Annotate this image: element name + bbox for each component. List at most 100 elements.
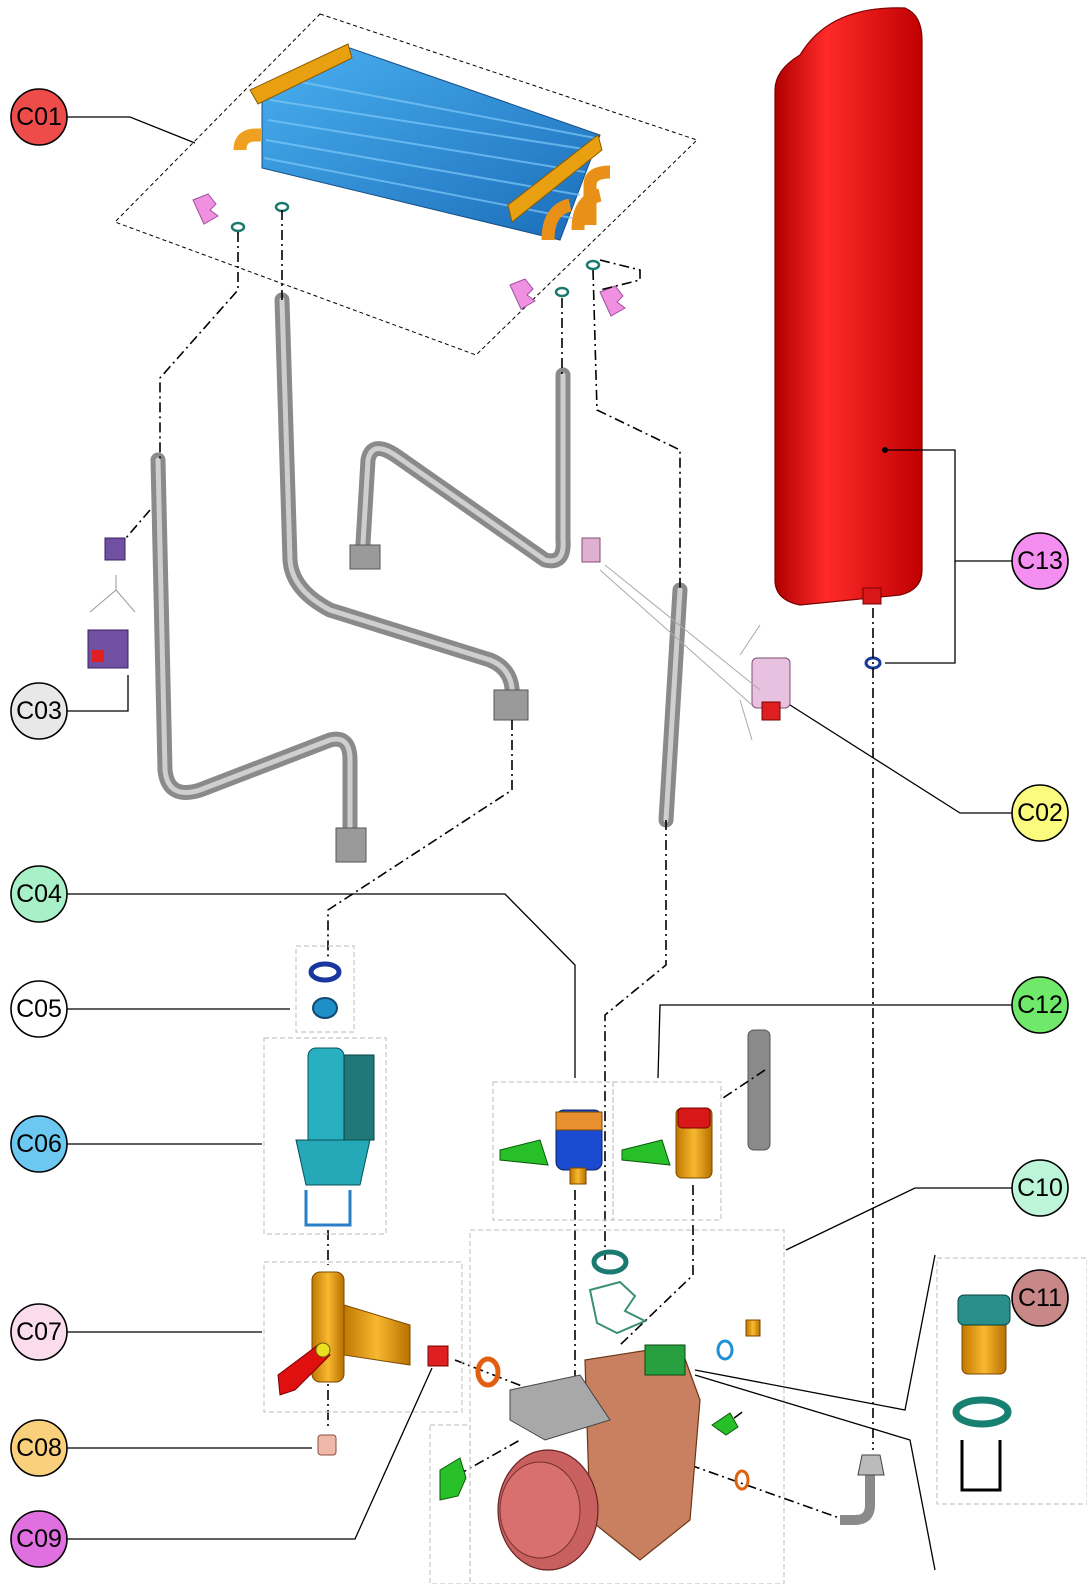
expansion-vessel [774, 7, 923, 670]
safety-valve-C12 [621, 1107, 713, 1179]
air-vent-cap [957, 1294, 1011, 1326]
heat-exchanger-end-plate-left [249, 43, 353, 105]
callout-label-C06: C06 [16, 1130, 62, 1158]
pipe-end-1 [335, 827, 367, 863]
callout-label-C02: C02 [1017, 799, 1063, 827]
callout-C04: C04 [10, 865, 68, 923]
sensor-small [104, 537, 126, 561]
safety-valve-clip [621, 1139, 671, 1166]
callout-label-C10: C10 [1017, 1174, 1063, 1202]
assembly-flow-lines [119, 210, 874, 1521]
filter-ring [312, 997, 338, 1019]
callout-C10: C10 [1011, 1159, 1069, 1217]
pump-motor-face [499, 1461, 581, 1559]
ntc-sensor-large [751, 657, 791, 709]
temperature-sensor-C03 [87, 537, 136, 669]
heat-exchanger-tubes [263, 79, 596, 219]
callout-C02: C02 [1011, 784, 1069, 842]
callout-label-C09: C09 [16, 1525, 62, 1553]
ntc-sensor-plug [761, 701, 781, 721]
safety-valve-cap [677, 1107, 711, 1129]
pump-small-seal [716, 1339, 734, 1361]
pump-o-ring [591, 1249, 629, 1275]
callout-C01: C01 [10, 88, 68, 146]
callout-C13: C13 [1011, 532, 1069, 590]
drain-plug [317, 1434, 337, 1456]
heat-exchanger-elbow-1 [541, 198, 572, 241]
flow-sensor-body [307, 1047, 345, 1154]
clip-right-1 [509, 278, 536, 310]
callout-C11: C11 [1011, 1269, 1069, 1327]
sealing-ring-blue [308, 961, 342, 983]
orange-gasket [475, 1356, 501, 1388]
drain-pipe [747, 1029, 771, 1151]
heat-exchanger-elbow-left [233, 128, 262, 151]
callout-C12: C12 [1011, 976, 1069, 1034]
red-clip [427, 1345, 449, 1367]
callout-C07: C07 [10, 1303, 68, 1361]
heat-exchanger-end-plate-right [507, 134, 603, 223]
pump-gasket [734, 1469, 750, 1491]
pressure-switch-C04 [499, 1109, 603, 1185]
pump-group-box-ext [429, 1424, 471, 1584]
vessel-connection-pipe [840, 1454, 885, 1525]
air-vent-o-ring [952, 1396, 1012, 1428]
callout-C09: C09 [10, 1510, 68, 1568]
pump-C10 [439, 1249, 761, 1571]
o-ring-2 [274, 201, 290, 213]
pressure-switch-group-box [492, 1081, 614, 1221]
flow-sensor-C06 [295, 1047, 375, 1227]
pipe-nut [493, 689, 529, 721]
air-vent-group-box [936, 1257, 1087, 1505]
seal-group-box [295, 945, 355, 1033]
air-vent-C11 [952, 1294, 1012, 1492]
callout-C08: C08 [10, 1419, 68, 1477]
clip-right-2 [599, 285, 626, 317]
pump-clip-green-right [711, 1412, 739, 1436]
sensor-large [87, 629, 129, 669]
callout-label-C11: C11 [1018, 1284, 1062, 1312]
callout-label-C05: C05 [16, 995, 62, 1023]
air-vent-clip [960, 1440, 1002, 1492]
ntc-sensor-small [581, 537, 601, 563]
pump-electric-box [509, 1374, 611, 1441]
flow-sensor-flange [295, 1139, 371, 1186]
heat-exchanger-elbow-3 [583, 165, 611, 225]
ntc-sensor-C02 [581, 537, 791, 741]
clip-C09 [427, 1345, 501, 1388]
callout-label-C08: C08 [16, 1434, 62, 1462]
callout-label-C04: C04 [16, 880, 62, 908]
valve-body-horizontal [343, 1304, 411, 1366]
pump-hydraulic-body [584, 1344, 701, 1561]
valve-group-box [263, 1261, 463, 1413]
sensor-connector [92, 650, 104, 662]
pump-bleed-screw [745, 1319, 761, 1337]
o-ring-3 [554, 286, 570, 298]
expansion-vessel-outlet [862, 587, 882, 605]
drain-plug-C08 [317, 1434, 337, 1456]
valve-knob [315, 1342, 331, 1358]
callout-label-C07: C07 [16, 1318, 62, 1346]
leader-lines [67, 116, 1012, 1571]
vessel-connection-nut [857, 1454, 885, 1476]
filling-valve-C07 [277, 1271, 411, 1396]
air-vent-body [961, 1319, 1007, 1375]
heat-exchanger [114, 13, 698, 356]
o-ring-4 [585, 259, 601, 271]
flow-sensor-group-box [263, 1037, 387, 1235]
callout-label-C12: C12 [1017, 991, 1063, 1019]
expansion-vessel-body [774, 7, 923, 606]
callout-label-C01: C01 [16, 103, 62, 131]
pump-clip-green-left [439, 1457, 467, 1501]
callout-label-C13: C13 [1017, 547, 1063, 575]
pump-clip-spring [588, 1280, 648, 1335]
callout-C03: C03 [10, 682, 68, 740]
pipe-end-2 [349, 544, 381, 570]
o-ring-1 [230, 221, 246, 233]
pressure-switch-thread [569, 1167, 587, 1185]
pipes [150, 292, 771, 1151]
callout-C06: C06 [10, 1115, 68, 1173]
pump-group-box [469, 1229, 785, 1584]
callout-label-C03: C03 [16, 697, 62, 725]
